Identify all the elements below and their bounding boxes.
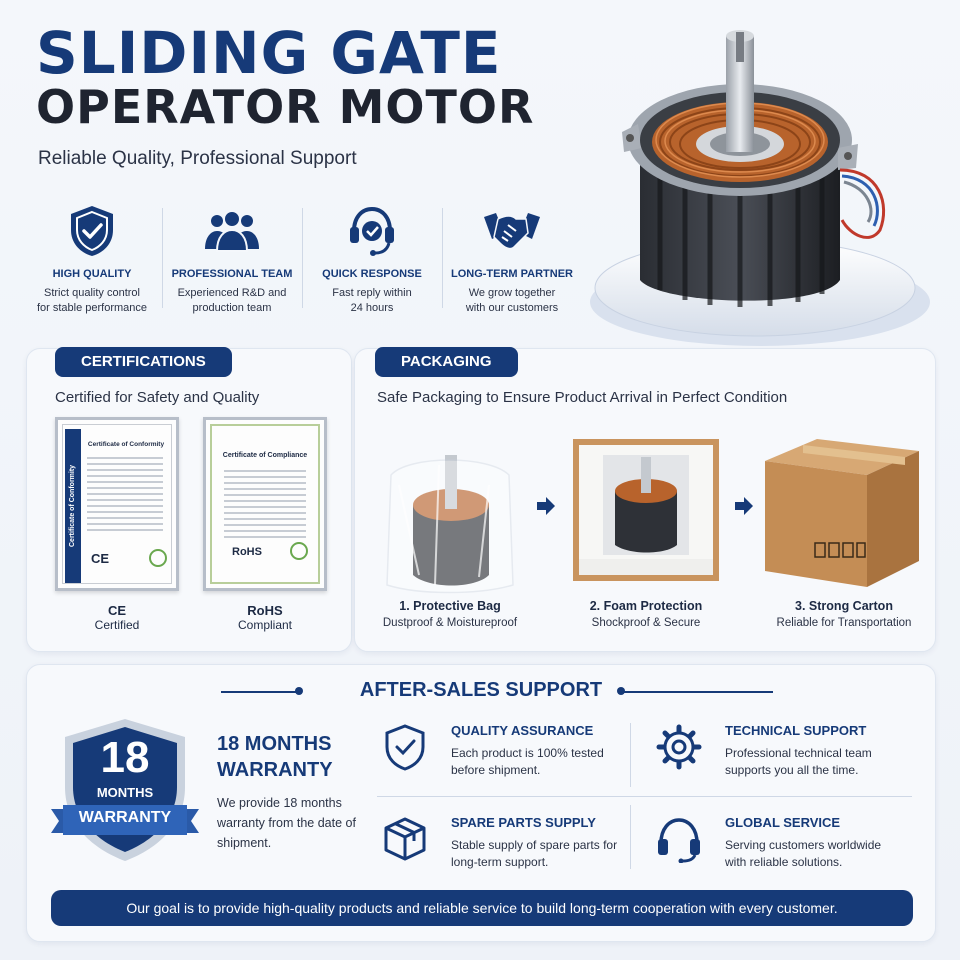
title-rule-right bbox=[623, 691, 773, 693]
box-icon bbox=[381, 815, 429, 863]
motor-image bbox=[580, 20, 940, 350]
badge-months: MONTHS bbox=[96, 785, 154, 800]
shield-check-icon bbox=[381, 723, 429, 771]
service-desc: Stable supply of spare parts for long-te… bbox=[451, 838, 618, 869]
packaging-label: PACKAGING bbox=[375, 347, 518, 377]
warranty-description: We provide 18 months warranty from the d… bbox=[217, 796, 356, 850]
after-sales-title: AFTER-SALES SUPPORT bbox=[359, 679, 603, 701]
title-rule-dot bbox=[617, 687, 625, 695]
service-title: QUALITY ASSURANCE bbox=[451, 723, 594, 738]
certificate-title: Certificate of Conformity bbox=[87, 441, 165, 448]
title-rule-left bbox=[221, 691, 301, 693]
protective-bag-image bbox=[379, 445, 519, 595]
service-technical-support: TECHNICAL SUPPORT Professional technical… bbox=[651, 723, 901, 793]
service-spare-parts: SPARE PARTS SUPPLY Stable supply of spar… bbox=[377, 815, 627, 885]
service-title: SPARE PARTS SUPPLY bbox=[451, 815, 596, 830]
page-title: SLIDING GATE bbox=[36, 19, 502, 87]
certificate-text-lines bbox=[87, 453, 163, 535]
arrow-right-icon bbox=[733, 495, 755, 517]
headset-icon bbox=[302, 200, 442, 262]
feature-title: QUICK RESPONSE bbox=[322, 268, 422, 280]
certifications-label: CERTIFICATIONS bbox=[55, 347, 232, 377]
service-quality-assurance: QUALITY ASSURANCE Each product is 100% t… bbox=[377, 723, 627, 793]
feature-title: PROFESSIONAL TEAM bbox=[171, 268, 293, 280]
ce-mark: CE bbox=[91, 551, 110, 566]
badge-ribbon: WARRANTY bbox=[78, 809, 172, 826]
after-sales-card: AFTER-SALES SUPPORT 18 MONTHS WARRANTY 1… bbox=[26, 664, 936, 942]
title-rule-dot bbox=[295, 687, 303, 695]
feature-title: HIGH QUALITY bbox=[52, 268, 132, 280]
service-divider bbox=[377, 796, 912, 797]
team-icon bbox=[162, 200, 302, 262]
service-title: GLOBAL SERVICE bbox=[725, 815, 841, 830]
packaging-subtitle: Safe Packaging to Ensure Product Arrival… bbox=[377, 389, 788, 406]
packaging-card: PACKAGING Safe Packaging to Ensure Produ… bbox=[354, 347, 936, 652]
certifications-subtitle: Certified for Safety and Quality bbox=[55, 389, 260, 406]
certificate-title: Certificate of Compliance bbox=[222, 452, 308, 459]
service-divider bbox=[630, 805, 631, 869]
mission-banner: Our goal is to provide high-quality prod… bbox=[51, 890, 913, 926]
certificate-side-banner: Certificate of Conformity bbox=[65, 429, 81, 583]
rohs-certificate-image: Certificate of Compliance RoHS bbox=[203, 417, 327, 591]
certificate-text-lines bbox=[224, 466, 306, 542]
headphones-icon bbox=[655, 815, 703, 864]
rohs-mark: RoHS bbox=[232, 546, 262, 558]
badge-number: 18 bbox=[100, 733, 150, 782]
warranty-badge: 18 MONTHS WARRANTY bbox=[47, 717, 203, 863]
certifications-card: CERTIFICATIONS Certified for Safety and … bbox=[26, 347, 352, 652]
service-desc: Each product is 100% tested before shipm… bbox=[451, 746, 604, 777]
ce-certificate-image: Certificate of Conformity Certificate of… bbox=[55, 417, 179, 591]
service-global: GLOBAL SERVICE Serving customers worldwi… bbox=[651, 815, 901, 885]
shield-check-icon bbox=[22, 200, 162, 262]
feature-title: LONG-TERM PARTNER bbox=[450, 268, 573, 280]
seal-icon bbox=[149, 549, 167, 567]
certificate-frame: Certificate of Conformity Certificate of… bbox=[62, 424, 172, 584]
arrow-right-icon bbox=[535, 495, 557, 517]
handshake-icon bbox=[442, 200, 582, 262]
service-desc: Serving customers worldwide with reliabl… bbox=[725, 838, 882, 869]
foam-box-image bbox=[571, 435, 721, 585]
certificate-frame: Certificate of Compliance RoHS bbox=[210, 424, 320, 584]
service-title: TECHNICAL SUPPORT bbox=[725, 723, 867, 738]
gear-icon bbox=[655, 723, 703, 771]
page-title-line2: OPERATOR MOTOR bbox=[36, 80, 535, 134]
service-divider bbox=[630, 723, 631, 787]
seal-icon bbox=[290, 542, 308, 560]
carton-box-image bbox=[763, 437, 923, 589]
page-subtitle: Reliable Quality, Professional Support bbox=[38, 148, 357, 169]
service-desc: Professional technical team supports you… bbox=[725, 746, 872, 777]
